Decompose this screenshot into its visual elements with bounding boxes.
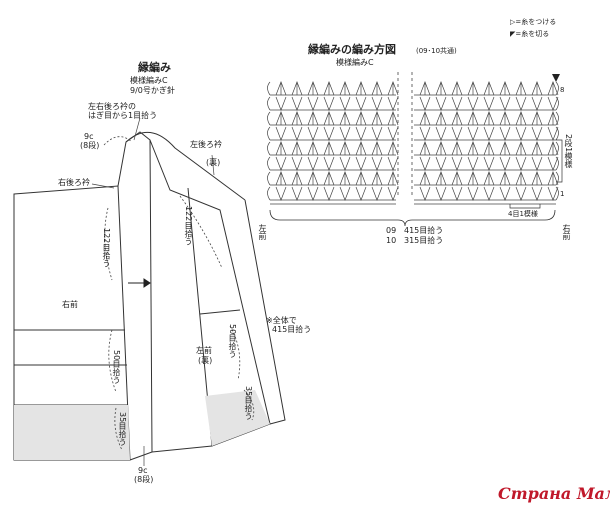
left-back-collar-label: 左後ろ衿: [190, 140, 222, 149]
row-repeat-label: 2段1模様: [564, 134, 573, 169]
chart-pattern: 模様編みC: [336, 58, 374, 67]
stitch-repeat-label: 4目1模様: [508, 210, 538, 218]
garment-outline: [13, 131, 286, 461]
cut-yarn-icon: ◤: [510, 30, 516, 38]
attach-yarn-icon: ▷: [510, 18, 516, 26]
left-pickup-35: 35目拾う: [244, 386, 253, 421]
leader-lines: [91, 117, 215, 466]
total-note-line1: ※全体で: [266, 316, 297, 325]
left-pickup-122: 122目拾う: [184, 206, 193, 246]
border-title: 縁編み: [138, 61, 171, 74]
bottom-row-count: (8段): [134, 475, 154, 484]
border-hook: 9/0号かぎ針: [130, 86, 175, 95]
base-brace: [269, 209, 556, 227]
top-chain-count: 9c: [84, 132, 94, 141]
total-note-line2: 415目拾う: [272, 325, 312, 334]
cut-yarn-marker-icon: [552, 74, 560, 82]
pickup-guides: [103, 136, 255, 451]
chart-break-markers: [397, 72, 413, 196]
watermark-logo: Страна Мам: [498, 484, 610, 503]
hem-band-shading: [14, 405, 130, 460]
hem-band-shading-left: [205, 390, 270, 446]
chart-title: 縁編みの編み方図: [308, 43, 396, 56]
row-repeat-bracket: [556, 139, 563, 183]
right-pickup-50: 50目拾う: [112, 350, 121, 385]
left-front-reverse: (裏): [198, 356, 213, 365]
direction-arrow-icon: [128, 278, 151, 288]
right-pickup-35: 35目拾う: [118, 412, 127, 447]
border-pattern: 模様編みC: [130, 76, 168, 85]
right-pickup-122: 122目拾う: [102, 228, 111, 268]
pickup-note-line1: 左右後ろ衿の: [88, 102, 136, 111]
row-8-label: 8: [560, 86, 565, 94]
left-front-side-label: 左前: [258, 224, 267, 240]
chart-subtitle: (09･10共通): [416, 47, 457, 55]
size-09-number: 09: [386, 226, 397, 235]
size-09-pickup: 415目拾う: [404, 226, 444, 235]
size-10-pickup: 315目拾う: [404, 236, 444, 245]
bottom-chain-count: 9c: [138, 466, 148, 475]
row-1-label: 1: [560, 190, 565, 198]
legend-cut: ◤=糸を切る: [510, 30, 550, 38]
stitch-chart-grid: [267, 81, 559, 205]
pickup-note-line2: はぎ目から1目拾う: [88, 111, 158, 120]
legend-attach: ▷=糸をつける: [510, 18, 557, 26]
size-10-number: 10: [386, 236, 397, 245]
left-front-label: 左前: [196, 346, 212, 355]
right-back-collar-label: 右後ろ衿: [58, 178, 90, 187]
left-back-reverse: (裏): [206, 158, 221, 167]
stitch-repeat-bracket: [509, 204, 541, 209]
left-pickup-50: 50目拾う: [228, 324, 237, 359]
top-row-count: (8段): [80, 141, 100, 150]
right-front-side-label: 右前: [562, 224, 571, 240]
right-front-label: 右前: [62, 300, 78, 309]
